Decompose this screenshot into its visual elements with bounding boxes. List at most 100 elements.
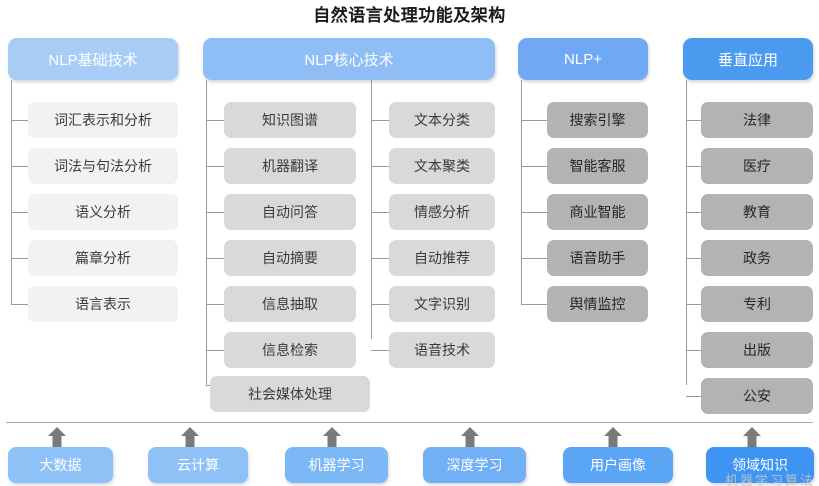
branch-nlp-core-a-4 xyxy=(206,258,224,259)
node-nlp-core-b-1[interactable]: 文本分类 xyxy=(389,102,495,138)
branch-nlp-plus-5 xyxy=(521,304,547,305)
header-nlp-core[interactable]: NLP核心技术 xyxy=(203,38,495,80)
header-nlp-basic[interactable]: NLP基础技术 xyxy=(8,38,178,80)
node-label: 信息抽取 xyxy=(262,296,318,312)
foundation-item-machine-learning[interactable]: 机器学习 xyxy=(285,447,388,483)
branch-nlp-basic-4 xyxy=(11,258,28,259)
page-title: 自然语言处理功能及架构 xyxy=(313,6,506,25)
header-vertical-app[interactable]: 垂直应用 xyxy=(683,38,813,80)
branch-vertical-app-5 xyxy=(686,304,701,305)
node-nlp-core-b-3[interactable]: 情感分析 xyxy=(389,194,495,230)
branch-nlp-basic-3 xyxy=(11,212,28,213)
branch-nlp-core-a-1 xyxy=(206,120,224,121)
up-arrow-icon xyxy=(603,427,623,447)
node-label: 教育 xyxy=(743,204,771,220)
up-arrow-icon xyxy=(460,427,480,447)
branch-nlp-core-a-2 xyxy=(206,166,224,167)
node-nlp-basic-2[interactable]: 词法与句法分析 xyxy=(28,148,178,184)
node-label: 政务 xyxy=(743,250,771,266)
node-label: 法律 xyxy=(743,112,771,128)
node-label: 文本分类 xyxy=(414,112,470,128)
node-label: 智能客服 xyxy=(569,158,626,174)
node-vertical-app-4[interactable]: 政务 xyxy=(701,240,813,276)
node-nlp-basic-4[interactable]: 篇章分析 xyxy=(28,240,178,276)
node-vertical-app-2[interactable]: 医疗 xyxy=(701,148,813,184)
branch-nlp-plus-3 xyxy=(521,212,547,213)
node-nlp-basic-5[interactable]: 语言表示 xyxy=(28,286,178,322)
node-nlp-plus-5[interactable]: 舆情监控 xyxy=(547,286,648,322)
node-label: 文本聚类 xyxy=(414,158,470,174)
node-nlp-core-a-2[interactable]: 机器翻译 xyxy=(224,148,356,184)
node-nlp-plus-1[interactable]: 搜索引擎 xyxy=(547,102,648,138)
foundation-divider xyxy=(6,422,813,423)
node-nlp-core-a-3[interactable]: 自动问答 xyxy=(224,194,356,230)
node-nlp-plus-3[interactable]: 商业智能 xyxy=(547,194,648,230)
foundation-item-domain-knowledge[interactable]: 领域知识 xyxy=(706,447,814,483)
branch-nlp-core-b-2 xyxy=(371,166,389,167)
node-nlp-core-a-4[interactable]: 自动摘要 xyxy=(224,240,356,276)
node-vertical-app-1[interactable]: 法律 xyxy=(701,102,813,138)
node-nlp-core-a-7[interactable]: 社会媒体处理 xyxy=(210,376,370,412)
node-nlp-core-b-4[interactable]: 自动推荐 xyxy=(389,240,495,276)
node-vertical-app-7[interactable]: 公安 xyxy=(701,378,813,414)
node-label: 专利 xyxy=(743,296,771,312)
node-label: 机器翻译 xyxy=(262,158,318,174)
node-label: 词汇表示和分析 xyxy=(54,112,152,128)
node-nlp-basic-3[interactable]: 语义分析 xyxy=(28,194,178,230)
node-label: 语义分析 xyxy=(75,204,131,220)
branch-vertical-app-3 xyxy=(686,212,701,213)
branch-nlp-basic-1 xyxy=(11,120,28,121)
header-nlp-basic-label: NLP基础技术 xyxy=(48,51,138,69)
node-label: 词法与句法分析 xyxy=(54,158,152,174)
foundation-item-label: 云计算 xyxy=(177,457,219,473)
header-nlp-core-label: NLP核心技术 xyxy=(304,51,394,69)
node-label: 文字识别 xyxy=(414,296,470,312)
foundation-item-deep-learning[interactable]: 深度学习 xyxy=(423,447,526,483)
node-label: 语言表示 xyxy=(75,296,131,312)
foundation-item-big-data[interactable]: 大数据 xyxy=(8,447,113,483)
node-label: 搜索引擎 xyxy=(569,112,626,128)
branch-nlp-plus-2 xyxy=(521,166,547,167)
node-label: 商业智能 xyxy=(569,204,626,220)
foundation-item-label: 深度学习 xyxy=(446,457,503,473)
branch-nlp-core-a-6 xyxy=(206,350,224,351)
branch-nlp-basic-2 xyxy=(11,166,28,167)
node-vertical-app-5[interactable]: 专利 xyxy=(701,286,813,322)
node-label: 情感分析 xyxy=(414,204,470,220)
node-vertical-app-3[interactable]: 教育 xyxy=(701,194,813,230)
up-arrow-icon xyxy=(742,427,762,447)
node-vertical-app-6[interactable]: 出版 xyxy=(701,332,813,368)
node-nlp-basic-1[interactable]: 词汇表示和分析 xyxy=(28,102,178,138)
branch-vertical-app-4 xyxy=(686,258,701,259)
up-arrow-icon xyxy=(47,427,67,447)
branch-nlp-plus-1 xyxy=(521,120,547,121)
foundation-item-user-profile[interactable]: 用户画像 xyxy=(563,447,673,483)
branch-nlp-core-b-3 xyxy=(371,212,389,213)
foundation-item-label: 机器学习 xyxy=(308,457,365,473)
node-label: 出版 xyxy=(743,342,771,358)
node-nlp-plus-2[interactable]: 智能客服 xyxy=(547,148,648,184)
node-nlp-core-a-1[interactable]: 知识图谱 xyxy=(224,102,356,138)
branch-nlp-plus-4 xyxy=(521,258,547,259)
foundation-item-cloud-computing[interactable]: 云计算 xyxy=(148,447,248,483)
node-label: 语音技术 xyxy=(414,342,470,358)
node-label: 篇章分析 xyxy=(75,250,131,266)
branch-nlp-core-b-6 xyxy=(371,350,389,351)
trunk-nlp-plus xyxy=(521,80,522,305)
header-nlp-plus-label: NLP+ xyxy=(564,50,602,68)
branch-vertical-app-6 xyxy=(686,350,701,351)
node-nlp-core-b-5[interactable]: 文字识别 xyxy=(389,286,495,322)
branch-nlp-basic-5 xyxy=(11,304,28,305)
node-label: 自动推荐 xyxy=(414,250,470,266)
node-nlp-core-b-6[interactable]: 语音技术 xyxy=(389,332,495,368)
branch-nlp-core-b-5 xyxy=(371,304,389,305)
node-nlp-core-a-6[interactable]: 信息检索 xyxy=(224,332,356,368)
node-label: 舆情监控 xyxy=(569,296,626,312)
foundation-item-label: 用户画像 xyxy=(590,457,646,473)
node-nlp-core-b-2[interactable]: 文本聚类 xyxy=(389,148,495,184)
node-nlp-plus-4[interactable]: 语音助手 xyxy=(547,240,648,276)
node-label: 知识图谱 xyxy=(262,112,318,128)
node-nlp-core-a-5[interactable]: 信息抽取 xyxy=(224,286,356,322)
header-nlp-plus[interactable]: NLP+ xyxy=(518,38,648,80)
